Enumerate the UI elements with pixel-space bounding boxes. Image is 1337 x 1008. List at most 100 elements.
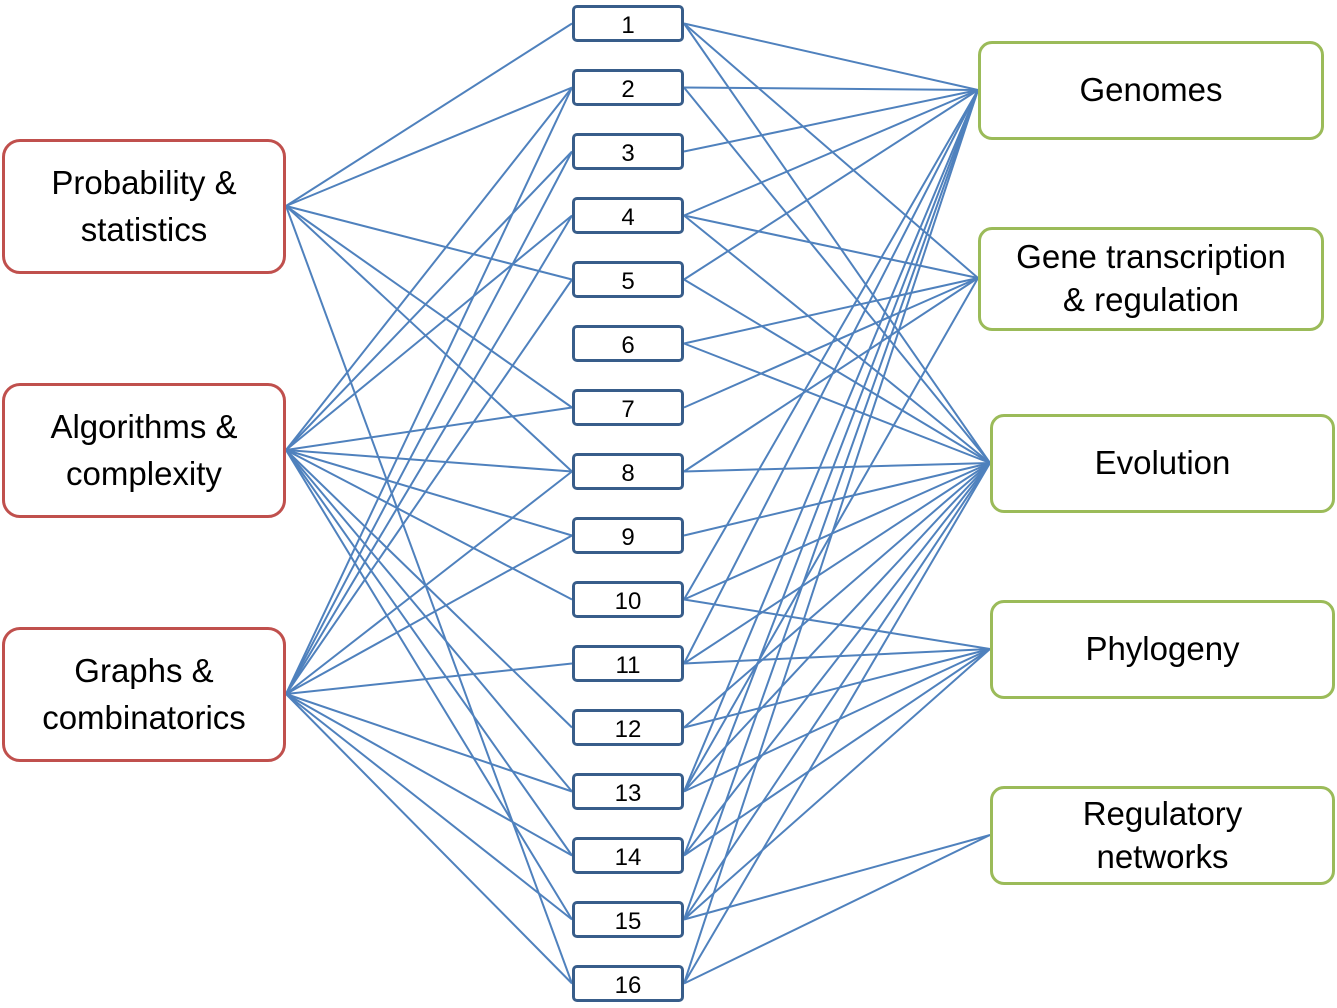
- edge-1-to-evolution: [683, 22, 991, 464]
- right-node-evolution: Evolution: [990, 414, 1335, 513]
- edge-13-to-genomes: [683, 89, 979, 792]
- edge-15-to-genomes: [683, 89, 979, 920]
- right-node-gene-transcription: Gene transcription & regulation: [978, 227, 1324, 331]
- edge-graphs-to-11: [285, 662, 573, 695]
- mid-node-label: 8: [621, 459, 635, 487]
- mid-node-label: 3: [621, 139, 635, 167]
- edge-graphs-to-9: [285, 534, 573, 695]
- left-node-probability: Probability & statistics: [2, 139, 286, 274]
- mid-node-8: 8: [572, 453, 684, 490]
- mid-node-label: 13: [614, 779, 642, 807]
- right-node-label: Phylogeny: [1085, 630, 1240, 668]
- edge-graphs-to-5: [285, 278, 573, 695]
- edge-graphs-to-15: [285, 693, 573, 921]
- edge-16-to-regulatory_networks: [683, 834, 991, 985]
- mid-node-10: 10: [572, 581, 684, 618]
- right-node-regulatory-networks: Regulatory networks: [990, 786, 1335, 885]
- right-node-label: Genomes: [1079, 71, 1223, 109]
- edge-4-to-genomes: [683, 89, 979, 217]
- mid-node-4: 4: [572, 197, 684, 234]
- edge-algorithms-to-3: [285, 150, 573, 451]
- right-node-label: Gene transcription & regulation: [1016, 238, 1286, 318]
- mid-node-label: 12: [614, 715, 642, 743]
- edge-14-to-evolution: [683, 462, 991, 857]
- edge-probability-to-16: [285, 205, 573, 984]
- edge-5-to-genomes: [683, 89, 979, 281]
- edge-graphs-to-4: [285, 214, 573, 695]
- mid-node-label: 14: [614, 843, 642, 871]
- right-node-genomes: Genomes: [978, 41, 1324, 140]
- mid-node-label: 2: [621, 75, 635, 103]
- edge-7-to-gene_transcription: [683, 277, 979, 409]
- mid-node-label: 1: [621, 11, 635, 39]
- edge-8-to-evolution: [683, 462, 991, 473]
- edge-algorithms-to-15: [285, 449, 573, 921]
- edge-2-to-genomes: [683, 86, 979, 91]
- edge-13-to-evolution: [683, 462, 991, 793]
- edge-1-to-genomes: [683, 22, 979, 91]
- mid-node-label: 4: [621, 203, 635, 231]
- mid-node-9: 9: [572, 517, 684, 554]
- mid-node-13: 13: [572, 773, 684, 810]
- edge-graphs-to-13: [285, 693, 573, 793]
- mid-node-3: 3: [572, 133, 684, 170]
- mid-node-2: 2: [572, 69, 684, 106]
- edge-16-to-evolution: [683, 462, 991, 985]
- mid-node-14: 14: [572, 837, 684, 874]
- mid-node-5: 5: [572, 261, 684, 298]
- mid-node-label: 10: [614, 587, 642, 615]
- edge-probability-to-5: [285, 205, 573, 281]
- edge-14-to-phylogeny: [683, 648, 991, 857]
- edge-15-to-regulatory_networks: [683, 834, 991, 921]
- mid-node-label: 5: [621, 267, 635, 295]
- mid-node-1: 1: [572, 5, 684, 42]
- edge-6-to-evolution: [683, 342, 991, 464]
- mid-node-label: 7: [621, 395, 635, 423]
- edge-12-to-evolution: [683, 462, 991, 729]
- edge-15-to-evolution: [683, 462, 991, 921]
- edge-11-to-genomes: [683, 89, 979, 664]
- edge-6-to-gene_transcription: [683, 277, 979, 345]
- edge-10-to-genomes: [683, 89, 979, 600]
- edge-1-to-gene_transcription: [683, 22, 979, 279]
- edge-algorithms-to-7: [285, 406, 573, 451]
- left-node-label: Algorithms & complexity: [50, 408, 238, 492]
- mid-node-label: 11: [615, 651, 641, 679]
- mid-node-15: 15: [572, 901, 684, 938]
- edge-algorithms-to-13: [285, 449, 573, 793]
- edge-13-to-phylogeny: [683, 648, 991, 793]
- edge-graphs-to-2: [285, 87, 573, 695]
- edge-algorithms-to-4: [285, 214, 573, 451]
- edge-probability-to-8: [285, 205, 573, 473]
- edge-algorithms-to-2: [285, 86, 573, 451]
- right-node-label: Evolution: [1094, 444, 1231, 482]
- left-node-label: Graphs & combinatorics: [42, 652, 246, 736]
- edge-11-to-phylogeny: [683, 648, 991, 665]
- edge-5-to-evolution: [683, 278, 991, 464]
- edge-graphs-to-3: [285, 151, 573, 695]
- mid-node-16: 16: [572, 965, 684, 1002]
- right-node-phylogeny: Phylogeny: [990, 600, 1335, 699]
- edge-2-to-evolution: [683, 86, 991, 464]
- mid-node-label: 9: [621, 523, 635, 551]
- mid-node-11: 11: [572, 645, 684, 682]
- edge-algorithms-to-12: [285, 449, 573, 729]
- edge-probability-to-1: [285, 22, 573, 207]
- edge-algorithms-to-14: [285, 449, 573, 857]
- mid-node-12: 12: [572, 709, 684, 746]
- edge-algorithms-to-8: [285, 449, 573, 473]
- edge-8-to-gene_transcription: [683, 277, 979, 473]
- edge-4-to-evolution: [683, 214, 991, 464]
- mid-node-label: 16: [614, 971, 642, 999]
- edge-3-to-genomes: [683, 89, 979, 153]
- mid-node-label: 15: [614, 907, 642, 935]
- edge-12-to-phylogeny: [683, 648, 991, 729]
- edge-graphs-to-14: [285, 693, 573, 857]
- mid-node-label: 6: [621, 331, 635, 359]
- edge-14-to-genomes: [683, 89, 979, 856]
- edge-4-to-gene_transcription: [683, 214, 979, 279]
- left-node-algorithms: Algorithms & complexity: [2, 383, 286, 518]
- left-node-graphs: Graphs & combinatorics: [2, 627, 286, 762]
